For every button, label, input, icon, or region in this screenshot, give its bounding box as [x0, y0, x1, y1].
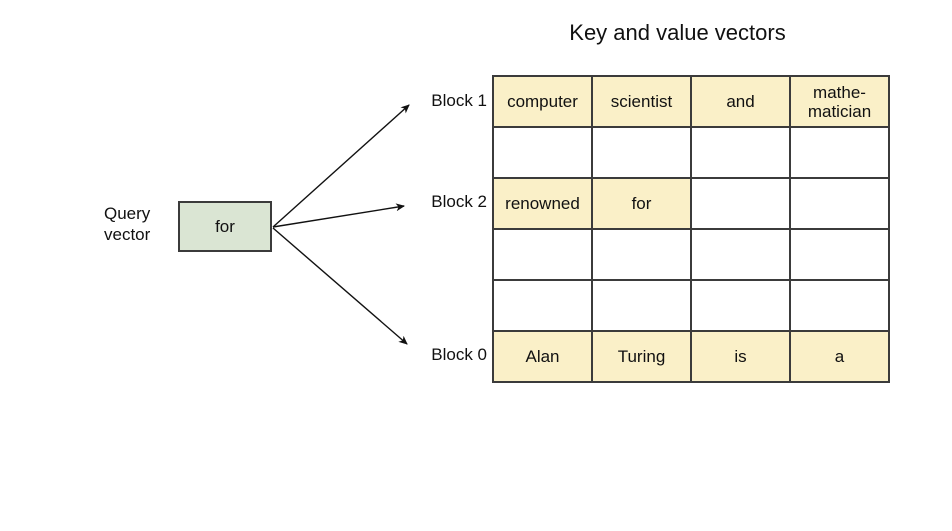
table-cell: and [690, 75, 791, 128]
query-vector-box-text: for [215, 216, 235, 236]
table-cell [789, 279, 890, 332]
table-cell [591, 279, 692, 332]
table-cell: computer [492, 75, 593, 128]
table-cell: Alan [492, 330, 593, 383]
table-cell [690, 126, 791, 179]
table-cell: scientist [591, 75, 692, 128]
table-cell [492, 228, 593, 281]
table-cell [690, 177, 791, 230]
block-0-label: Block 0 [431, 345, 487, 364]
table-row [492, 126, 890, 179]
table-cell [690, 279, 791, 332]
table-row [492, 279, 890, 332]
table-cell [591, 126, 692, 179]
arrow-to-block-1 [272, 104, 410, 228]
table-cell [789, 177, 890, 230]
table-row [492, 228, 890, 281]
table-cell [492, 126, 593, 179]
table-cell [591, 228, 692, 281]
table-cell: is [690, 330, 791, 383]
table-cell [789, 126, 890, 179]
table-cell [690, 228, 791, 281]
diagram-title: Key and value vectors [569, 20, 786, 45]
block-1-label: Block 1 [431, 91, 487, 110]
query-vector-box: for [178, 201, 272, 252]
table-cell: renowned [492, 177, 593, 230]
table-row: renowned for [492, 177, 890, 230]
block-2-label: Block 2 [431, 192, 487, 211]
table-row: Alan Turing is a [492, 330, 890, 383]
table-cell: mathe-matician [789, 75, 890, 128]
arrow-to-block-0 [272, 227, 408, 345]
key-value-table: computer scientist and mathe-matician re… [492, 75, 890, 383]
table-cell: a [789, 330, 890, 383]
table-cell [789, 228, 890, 281]
table-cell [492, 279, 593, 332]
arrow-to-block-2 [272, 203, 405, 228]
table-cell: for [591, 177, 692, 230]
table-cell: Turing [591, 330, 692, 383]
table-row: computer scientist and mathe-matician [492, 75, 890, 128]
query-vector-label: Query vector [104, 204, 151, 244]
